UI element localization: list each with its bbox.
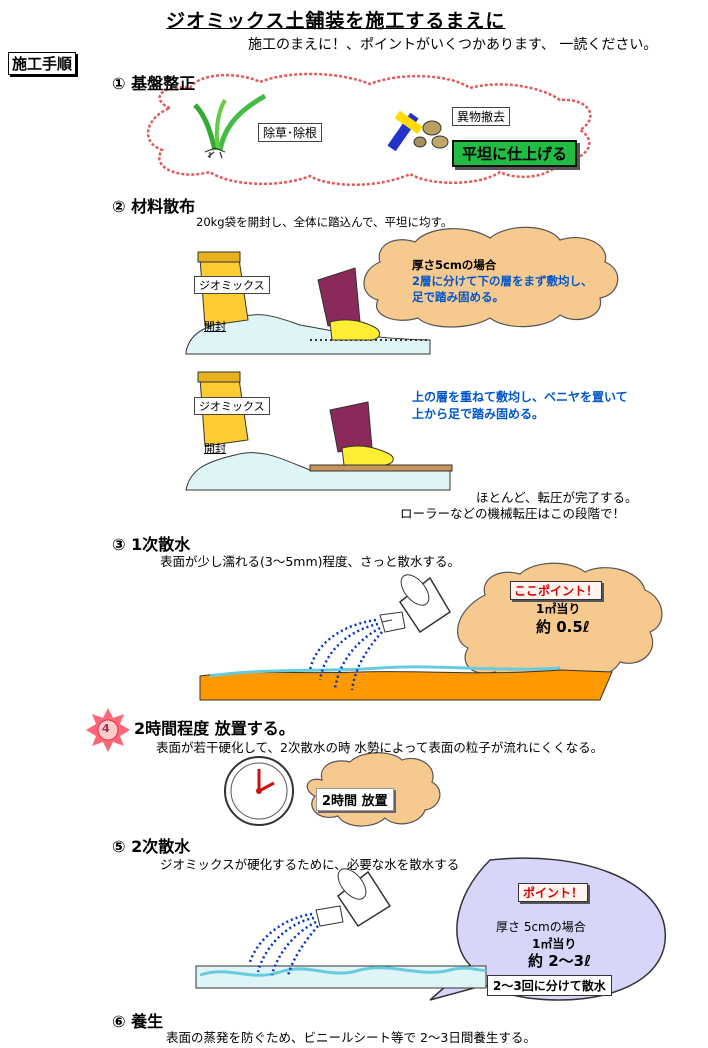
step4-desc: 表面が若干硬化して、2次散水の時 水勢によって表面の粒子が流れにくくなる。 (156, 740, 604, 755)
leg-icon-2 (329, 401, 394, 466)
ground-scene-1 (185, 314, 431, 355)
intro-text: 施工のまえに！、ポイントがいくつかあります、 一読ください。 (248, 37, 658, 53)
step4-bubble-label: 2時間 放置 (316, 788, 394, 811)
water-spray-1 (308, 618, 383, 691)
open-label-1: 開封 (204, 320, 226, 333)
step6-desc: 表面の蒸発を防ぐため、ビニールシート等で 2～3日間養生する。 (166, 1030, 536, 1045)
ground-scene-2 (185, 452, 453, 491)
step2-cloud-line1: 2層に分けて下の層をまず敷均し、 (412, 274, 593, 288)
sun-badge-icon (86, 708, 130, 752)
step2-heading: ② 材料散布 (112, 197, 196, 216)
step2-note-line2: 上から足で踏み固める。 (412, 407, 545, 421)
leveling-badge: 平坦に仕上げる (452, 140, 578, 167)
step2-done-line1: ほとんど、転圧が完了する。 (476, 490, 638, 505)
step2-cloud-line2: 足で踏み固める。 (412, 290, 504, 304)
clock-icon (224, 756, 294, 826)
watering-can-icon-2 (315, 868, 392, 928)
section-label: 施工手順 (8, 52, 77, 75)
step3-amount: 約 0.5ℓ (536, 618, 590, 636)
step3-cloud (456, 562, 663, 686)
step5-point-badge: ポイント！ (518, 883, 589, 902)
step5-split-note: 2～3回に分けて散水 (487, 975, 612, 996)
stones-icon (413, 120, 449, 149)
step6-heading: ⑥ 養生 (112, 1012, 164, 1031)
watering-can-icon (379, 574, 452, 634)
step2-note-line1: 上の層を重ねて敷均し、ベニヤを置いて (412, 390, 628, 404)
step5-desc: ジオミックスが硬化するために、必要な水を散水する (160, 857, 460, 872)
step5-bubble (429, 857, 666, 1001)
debris-label: 異物撤去 (452, 107, 511, 126)
step1-heading: ① 基盤整正 (112, 74, 196, 93)
water-spray-2 (248, 912, 319, 977)
step5-amount: 約 2～3ℓ (528, 952, 592, 970)
step4-badge-number: 4 (102, 722, 110, 735)
step3-per: 1㎡当り (536, 602, 581, 616)
grass-icon (193, 93, 267, 159)
page-title: ジオミックス土舗装を施工するまえに (166, 10, 506, 32)
step4-heading: 2時間程度 放置する。 (134, 719, 295, 738)
step1-cloud (146, 72, 592, 186)
step3-point-badge: ここポイント！ (510, 581, 603, 600)
bag-label-2: ジオミックス (194, 397, 270, 415)
open-label-2: 開封 (204, 442, 226, 455)
ground-scene-5 (195, 965, 487, 989)
shovel-icon (387, 110, 423, 152)
step2-cloud-title: 厚さ5cmの場合 (412, 258, 497, 272)
step5-thickness: 厚さ 5cmの場合 (496, 920, 586, 934)
step2-desc: 20kg袋を開封し、全体に踏込んで、平坦に均す。 (196, 215, 453, 229)
step3-desc: 表面が少し濡れる(3～5mm)程度、さっと散水する。 (160, 554, 461, 569)
leg-icon (317, 267, 380, 341)
step5-heading: ⑤ 2次散水 (112, 837, 191, 856)
step2-cloud (363, 226, 619, 328)
weeding-label: 除草･除根 (258, 123, 323, 142)
step2-done-line2: ローラーなどの機械転圧はこの段階で！ (400, 506, 626, 521)
ground-scene-3 (199, 665, 613, 701)
step5-per: 1㎡当り (532, 937, 577, 951)
step3-heading: ③ 1次散水 (112, 535, 191, 554)
bag-label-1: ジオミックス (194, 276, 270, 294)
